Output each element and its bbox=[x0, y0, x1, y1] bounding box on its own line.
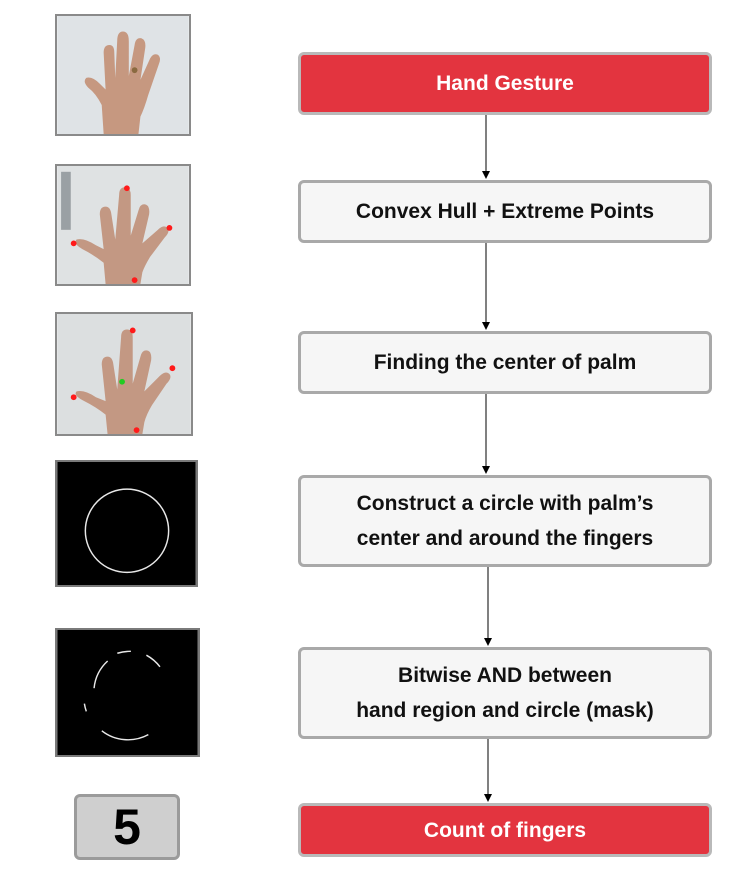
bitwise-and-thumbnail bbox=[55, 628, 200, 757]
step-label: Hand Gesture bbox=[436, 72, 574, 95]
hand-photo-extreme-points bbox=[57, 166, 189, 284]
step-label-line-1: Construct a circle with palm’s bbox=[356, 492, 654, 515]
step-palm-center: Finding the center of palm bbox=[298, 331, 712, 394]
step-label: Count of fingers bbox=[423, 818, 587, 842]
step-hand-gesture: Hand Gesture bbox=[298, 52, 712, 115]
palm-center-thumbnail bbox=[55, 312, 193, 436]
step-construct-circle: Construct a circle with palm’s center an… bbox=[298, 475, 712, 567]
circle-mask bbox=[57, 462, 196, 585]
hand-photo-palm-center bbox=[57, 314, 191, 434]
step-count-fingers: Count of fingers bbox=[298, 803, 712, 857]
hand-photo bbox=[57, 16, 189, 134]
finger-count-result: 5 bbox=[74, 794, 180, 860]
step-label-line-2: hand region and circle (mask) bbox=[356, 699, 654, 722]
step-label: Finding the center of palm bbox=[373, 351, 637, 374]
step-label-line-1: Bitwise AND between bbox=[398, 664, 612, 687]
step-bitwise-and: Bitwise AND between hand region and circ… bbox=[298, 647, 712, 739]
step-label-line-2: center and around the fingers bbox=[356, 527, 654, 550]
step-label: Convex Hull + Extreme Points bbox=[355, 200, 655, 223]
convex-hull-thumbnail bbox=[55, 164, 191, 286]
circle-mask-thumbnail bbox=[55, 460, 198, 587]
step-convex-hull: Convex Hull + Extreme Points bbox=[298, 180, 712, 243]
bitwise-and-result bbox=[57, 630, 198, 755]
hand-photo-thumbnail bbox=[55, 14, 191, 136]
